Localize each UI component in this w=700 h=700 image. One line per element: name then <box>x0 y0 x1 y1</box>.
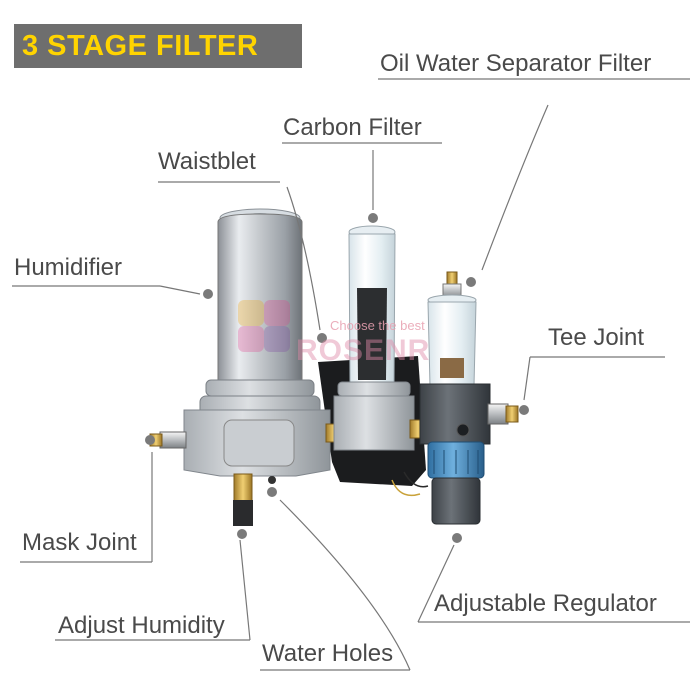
callout-dots <box>145 213 529 543</box>
page-title: 3 STAGE FILTER <box>22 30 259 62</box>
label-humidifier: Humidifier <box>14 254 123 281</box>
leader-lines <box>12 78 690 671</box>
carbon-element <box>357 288 387 380</box>
title-banner <box>14 24 302 68</box>
label-tee-joint: Tee Joint <box>548 324 645 351</box>
label-mask-joint: Mask Joint <box>22 529 137 556</box>
regulator-body <box>419 383 491 445</box>
label-oil-water-separator: Oil Water Separator Filter <box>380 50 652 77</box>
label-adjustable-regulator: Adjustable Regulator <box>434 590 657 617</box>
watermark-brand: ROSENR <box>296 334 431 367</box>
label-adjust-humidity: Adjust Humidity <box>58 612 225 639</box>
label-water-holes: Water Holes <box>262 640 394 667</box>
watermark-tagline: Choose the best <box>330 318 425 333</box>
label-waistblet: Waistblet <box>158 148 256 175</box>
label-carbon-filter: Carbon Filter <box>283 114 422 141</box>
watermark-logo <box>238 300 290 352</box>
humidifier-bowl <box>217 213 303 387</box>
